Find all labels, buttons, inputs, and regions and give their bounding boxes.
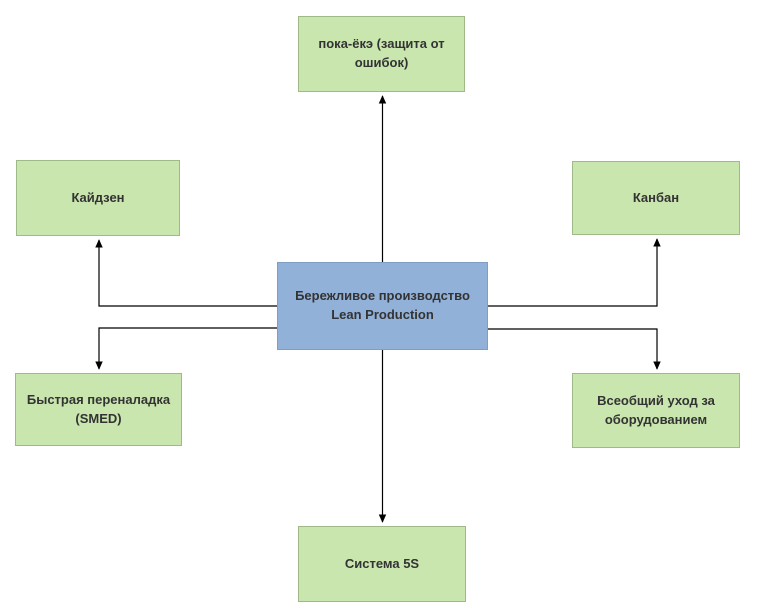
node-system-5s-label: Система 5S — [344, 555, 420, 571]
node-poka-yoke-label-line2: ошибок) — [354, 55, 409, 70]
node-system-5s[interactable]: Система 5S — [298, 526, 466, 602]
node-smed-label-line1: Быстрая переналадка — [26, 391, 171, 407]
connector-lean-to-kaizen — [95, 239, 277, 307]
connector-lean-to-kanban — [488, 238, 661, 307]
node-smed-label-line2: (SMED) — [75, 410, 122, 426]
node-kaizen[interactable]: Кайдзен — [16, 160, 180, 236]
node-kanban[interactable]: Канбан — [572, 161, 740, 235]
connector-lean-to-smed — [95, 327, 277, 370]
node-lean-label-line1: Бережливое производство — [295, 288, 470, 304]
connector-lean-to-tpm — [488, 328, 661, 370]
node-smed[interactable]: Быстрая переналадка (SMED) — [15, 373, 182, 446]
node-kaizen-label: Кайдзен — [71, 189, 125, 205]
node-lean-label-line2: Lean Production — [331, 307, 434, 322]
node-tpm-label-line2: оборудованием — [604, 411, 708, 427]
node-lean-production[interactable]: Бережливое производство Lean Production — [277, 262, 488, 350]
node-kanban-label: Канбан — [632, 189, 680, 205]
node-tpm-label-line1: Всеобщий уход за — [597, 392, 715, 408]
node-poka-yoke-label-line1: пока-ёкэ (защита от — [318, 36, 445, 52]
node-poka-yoke[interactable]: пока-ёкэ (защита от ошибок) — [298, 16, 465, 92]
node-tpm[interactable]: Всеобщий уход за оборудованием — [572, 373, 740, 448]
